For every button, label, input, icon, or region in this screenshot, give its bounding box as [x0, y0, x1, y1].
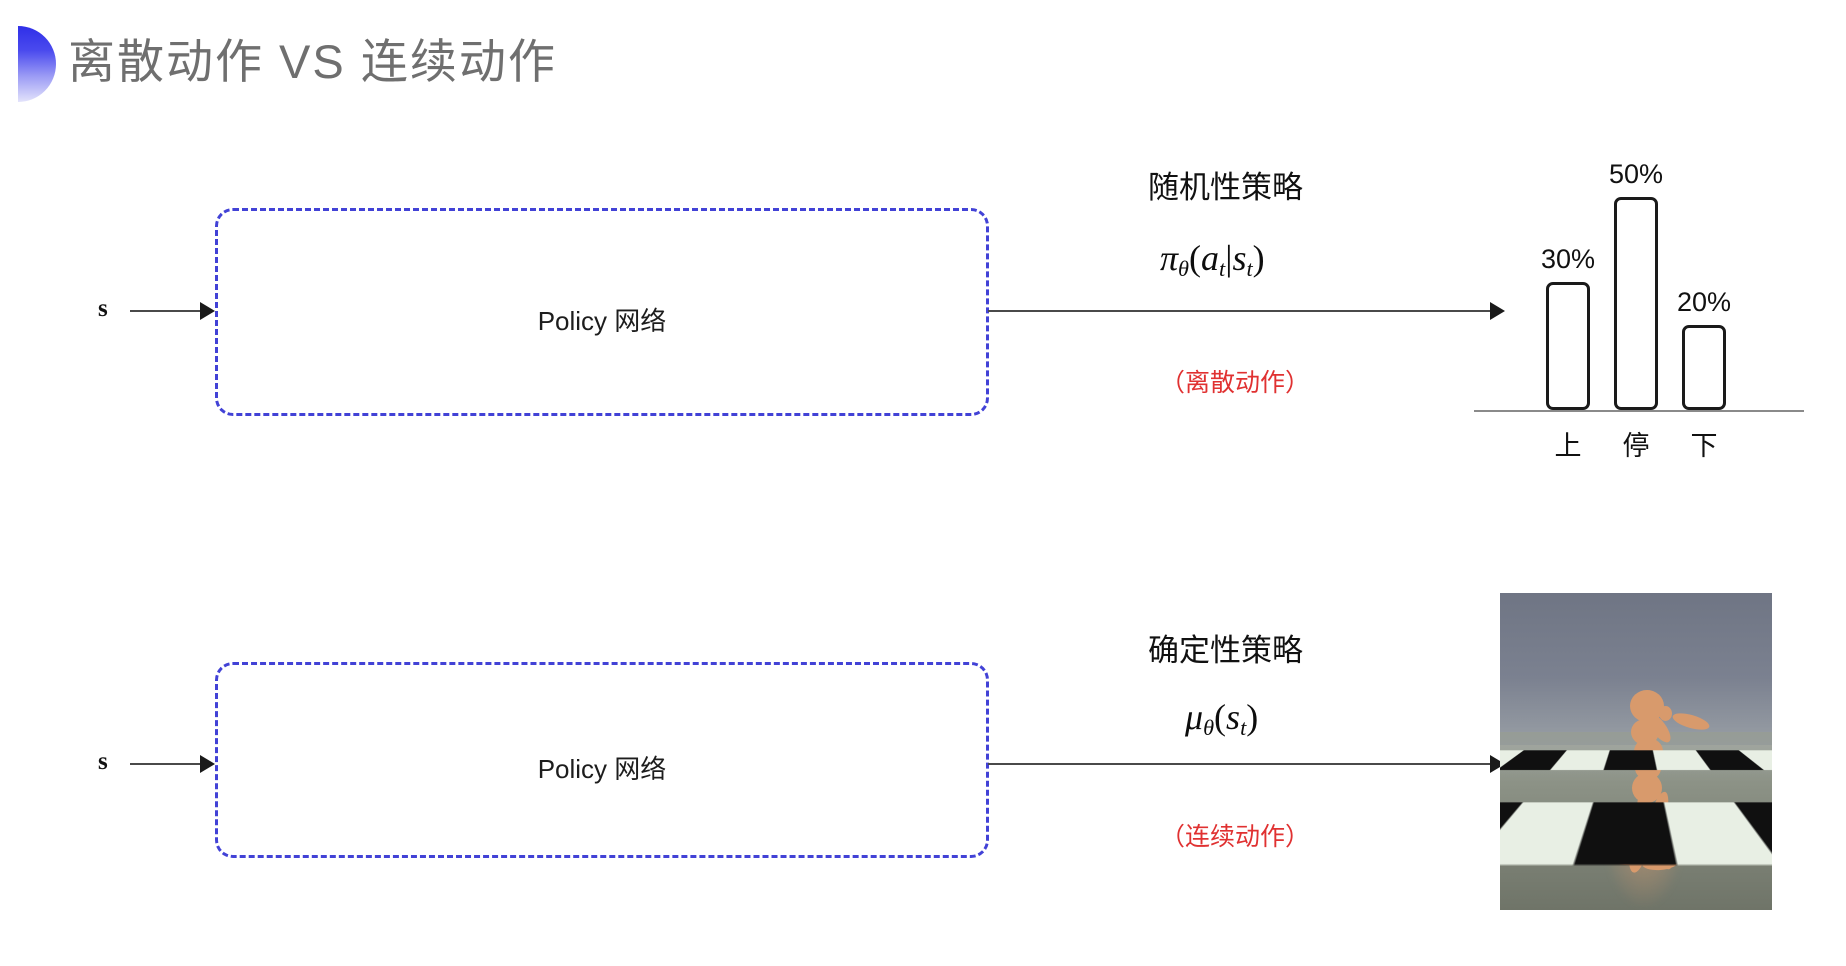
policy-network-label-continuous: Policy 网络 [537, 754, 667, 784]
policy-type-deterministic: 确定性策略 [1148, 633, 1303, 668]
humanoid-simulation-image [1500, 593, 1772, 910]
input-arrow-head-discrete [200, 302, 215, 320]
page-title: 离散动作 VS 连续动作 [68, 35, 557, 88]
input-arrow-discrete [130, 310, 202, 312]
formula-arg1: s [1226, 697, 1241, 737]
state-label-discrete: s [98, 295, 108, 322]
chart-bar [1546, 282, 1590, 410]
action-probability-bar-chart: 30% 上 50% 停 20% 下 [1474, 105, 1826, 461]
chart-bar-value-label: 30% [1540, 244, 1596, 274]
output-arrow-discrete [988, 310, 1493, 312]
formula-arg2-sub: t [1246, 256, 1253, 282]
sim-hand-right [1659, 706, 1672, 721]
state-label-continuous: s [98, 748, 108, 775]
title-bullet-icon [18, 26, 56, 102]
formula-fn: μ [1185, 697, 1204, 737]
formula-fn-sub: θ [1203, 715, 1215, 741]
formula-bar: | [1225, 238, 1233, 278]
formula-fn-sub: θ [1178, 256, 1190, 282]
formula-close-paren: ) [1246, 697, 1259, 737]
chart-bar-value-label: 20% [1676, 287, 1732, 317]
policy-network-label-discrete: Policy 网络 [537, 306, 667, 336]
chart-category-label: 上 [1554, 431, 1582, 461]
note-discrete-action: （离散动作） [1160, 369, 1311, 397]
chart-category-label: 下 [1690, 431, 1718, 461]
formula-close-paren: ) [1252, 238, 1265, 278]
policy-type-stochastic: 随机性策略 [1148, 170, 1303, 205]
chart-bar [1682, 325, 1726, 410]
formula-open-paren: ( [1214, 697, 1227, 737]
formula-arg1-sub: t [1240, 715, 1247, 741]
formula-stochastic-policy: πθ(at|st) [1160, 237, 1265, 282]
formula-fn: π [1160, 238, 1179, 278]
formula-deterministic-policy: μθ(st) [1185, 696, 1258, 741]
formula-arg1: a [1201, 238, 1220, 278]
input-arrow-continuous [130, 763, 202, 765]
output-arrow-continuous [988, 763, 1493, 765]
formula-arg2: s [1232, 238, 1247, 278]
output-arrow-head-discrete [1490, 302, 1505, 320]
chart-category-label: 停 [1622, 431, 1650, 461]
chart-bar-value-label: 50% [1608, 159, 1664, 189]
input-arrow-head-continuous [200, 755, 215, 773]
note-continuous-action: （连续动作） [1160, 823, 1311, 851]
chart-bar [1614, 197, 1658, 410]
policy-network-box-continuous[interactable]: Policy 网络 [215, 662, 989, 858]
formula-arg1-sub: t [1219, 256, 1226, 282]
formula-open-paren: ( [1189, 238, 1202, 278]
chart-axis-line [1474, 410, 1804, 412]
policy-network-box-discrete[interactable]: Policy 网络 [215, 208, 989, 416]
